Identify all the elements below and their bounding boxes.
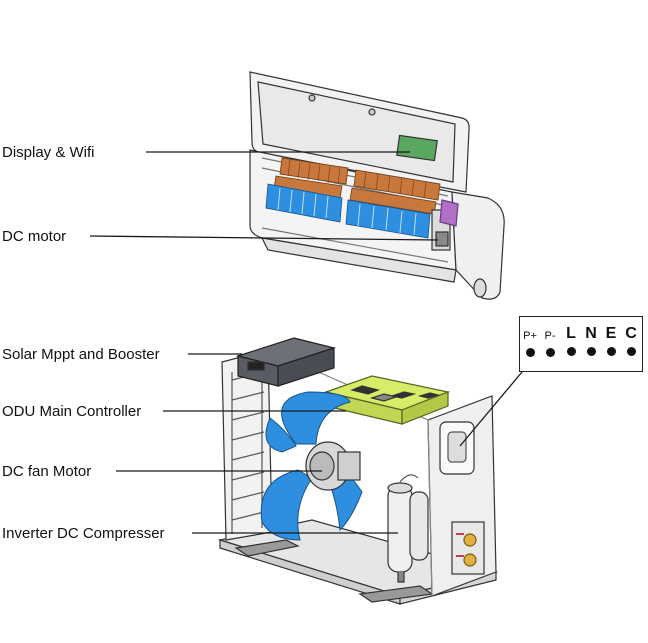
terminal-dot xyxy=(566,346,576,356)
terminal-dot xyxy=(586,346,596,356)
terminal-e: E xyxy=(601,325,621,356)
terminal-p-minus: P- xyxy=(540,325,560,358)
terminal-box: P+ P- L N E C xyxy=(519,316,643,372)
indoor-unit xyxy=(249,71,505,300)
label-inverter-compressor: Inverter DC Compresser xyxy=(2,525,165,542)
leader-lines xyxy=(89,151,523,534)
solar-mppt-box xyxy=(235,337,337,387)
terminal-n: N xyxy=(581,325,601,356)
terminal-dot xyxy=(606,346,616,356)
fan-motor xyxy=(305,441,361,491)
label-odu-controller: ODU Main Controller xyxy=(2,403,142,420)
label-dc-fan-motor: DC fan Motor xyxy=(2,463,92,480)
label-dc-motor: DC motor xyxy=(2,228,67,245)
terminal-dot xyxy=(545,348,555,358)
leader-terminal-box xyxy=(459,371,523,447)
fan-blades xyxy=(260,391,363,541)
leader-dc-motor xyxy=(89,235,439,241)
terminal-c: C xyxy=(621,325,641,356)
terminal-p-plus: P+ xyxy=(520,325,540,358)
compressor xyxy=(387,474,429,583)
label-solar-mppt: Solar Mppt and Booster xyxy=(2,346,160,363)
terminal-l: L xyxy=(561,325,581,356)
terminal-dot xyxy=(525,348,535,358)
terminal-dot xyxy=(626,346,636,356)
label-display-wifi: Display & Wifi xyxy=(2,144,95,161)
outdoor-unit xyxy=(217,337,499,605)
